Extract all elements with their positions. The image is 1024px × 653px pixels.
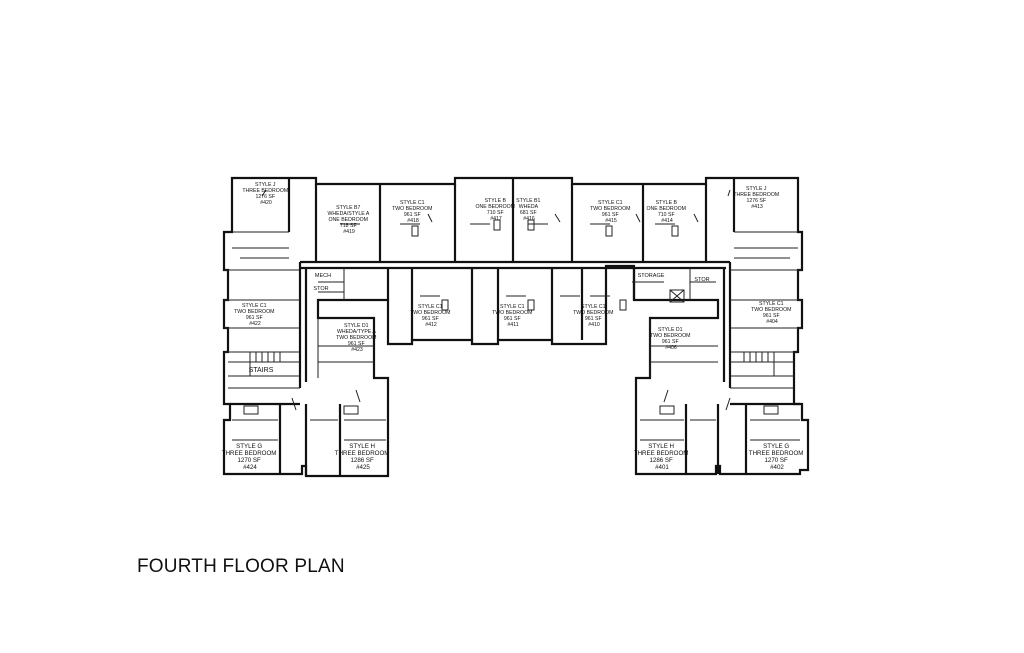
unit-label-410: STYLE C1 TWO BEDROOM 961 SF #410 bbox=[573, 304, 615, 328]
unit-label-414: STYLE B ONE BEDROOM 710 SF #414 bbox=[647, 200, 688, 224]
top-row-partitions bbox=[232, 178, 798, 262]
unit-label-419: STYLE B7 WHEDA/STYLE A ONE BEDROOM 718 S… bbox=[328, 205, 371, 235]
unit-label-412: STYLE C1 TWO BEDROOM 961 SF #412 bbox=[410, 304, 452, 328]
storage-label: STORAGE bbox=[638, 273, 665, 279]
unit-label-417: STYLE B ONE BEDROOM 710 SF #417 bbox=[476, 198, 517, 222]
unit-label-401: STYLE H THREE BEDROOM 1286 SF #401 bbox=[634, 443, 690, 471]
unit-label-404: STYLE C1 TWO BEDROOM 961 SF #404 bbox=[751, 301, 793, 325]
unit-label-411: STYLE C1 TWO BEDROOM 961 SF #411 bbox=[492, 304, 534, 328]
unit-label-424: STYLE G THREE BEDROOM 1270 SF #424 bbox=[222, 443, 278, 471]
unit-label-420: STYLE J THREE BEDROOM 1276 SF #420 bbox=[242, 182, 289, 206]
unit-label-406: STYLE D1 TWO BEDROOM 961 SF #406 bbox=[650, 327, 692, 351]
stairs-label: STAIRS bbox=[249, 367, 274, 374]
left-wing-partitions bbox=[224, 269, 386, 476]
unit-label-425: STYLE H THREE BEDROOM 1286 SF #425 bbox=[335, 443, 391, 471]
right-wing-partitions bbox=[640, 269, 802, 474]
stor-label-left: STOR bbox=[313, 286, 328, 292]
middle-row-partitions bbox=[318, 268, 716, 340]
corridor bbox=[298, 260, 732, 388]
unit-label-423: STYLE D1 WHEDA/TYPE A TWO BEDROOM 961 SF… bbox=[336, 323, 378, 353]
stor-label-right: STOR bbox=[694, 277, 709, 283]
unit-label-413: STYLE J THREE BEDROOM 1276 SF #413 bbox=[733, 186, 780, 210]
unit-label-422: STYLE C1 TWO BEDROOM 961 SF #422 bbox=[234, 303, 276, 327]
mech-label: MECH bbox=[315, 273, 331, 279]
unit-label-416: STYLE B1 WHEDA 681 SF #416 bbox=[516, 198, 542, 222]
unit-label-415: STYLE C1 TWO BEDROOM 961 SF #415 bbox=[590, 200, 632, 224]
page-title: FOURTH FLOOR PLAN bbox=[137, 556, 345, 577]
unit-label-402: STYLE G THREE BEDROOM 1270 SF #402 bbox=[749, 443, 805, 471]
unit-label-418: STYLE C1 TWO BEDROOM 961 SF #418 bbox=[392, 200, 434, 224]
